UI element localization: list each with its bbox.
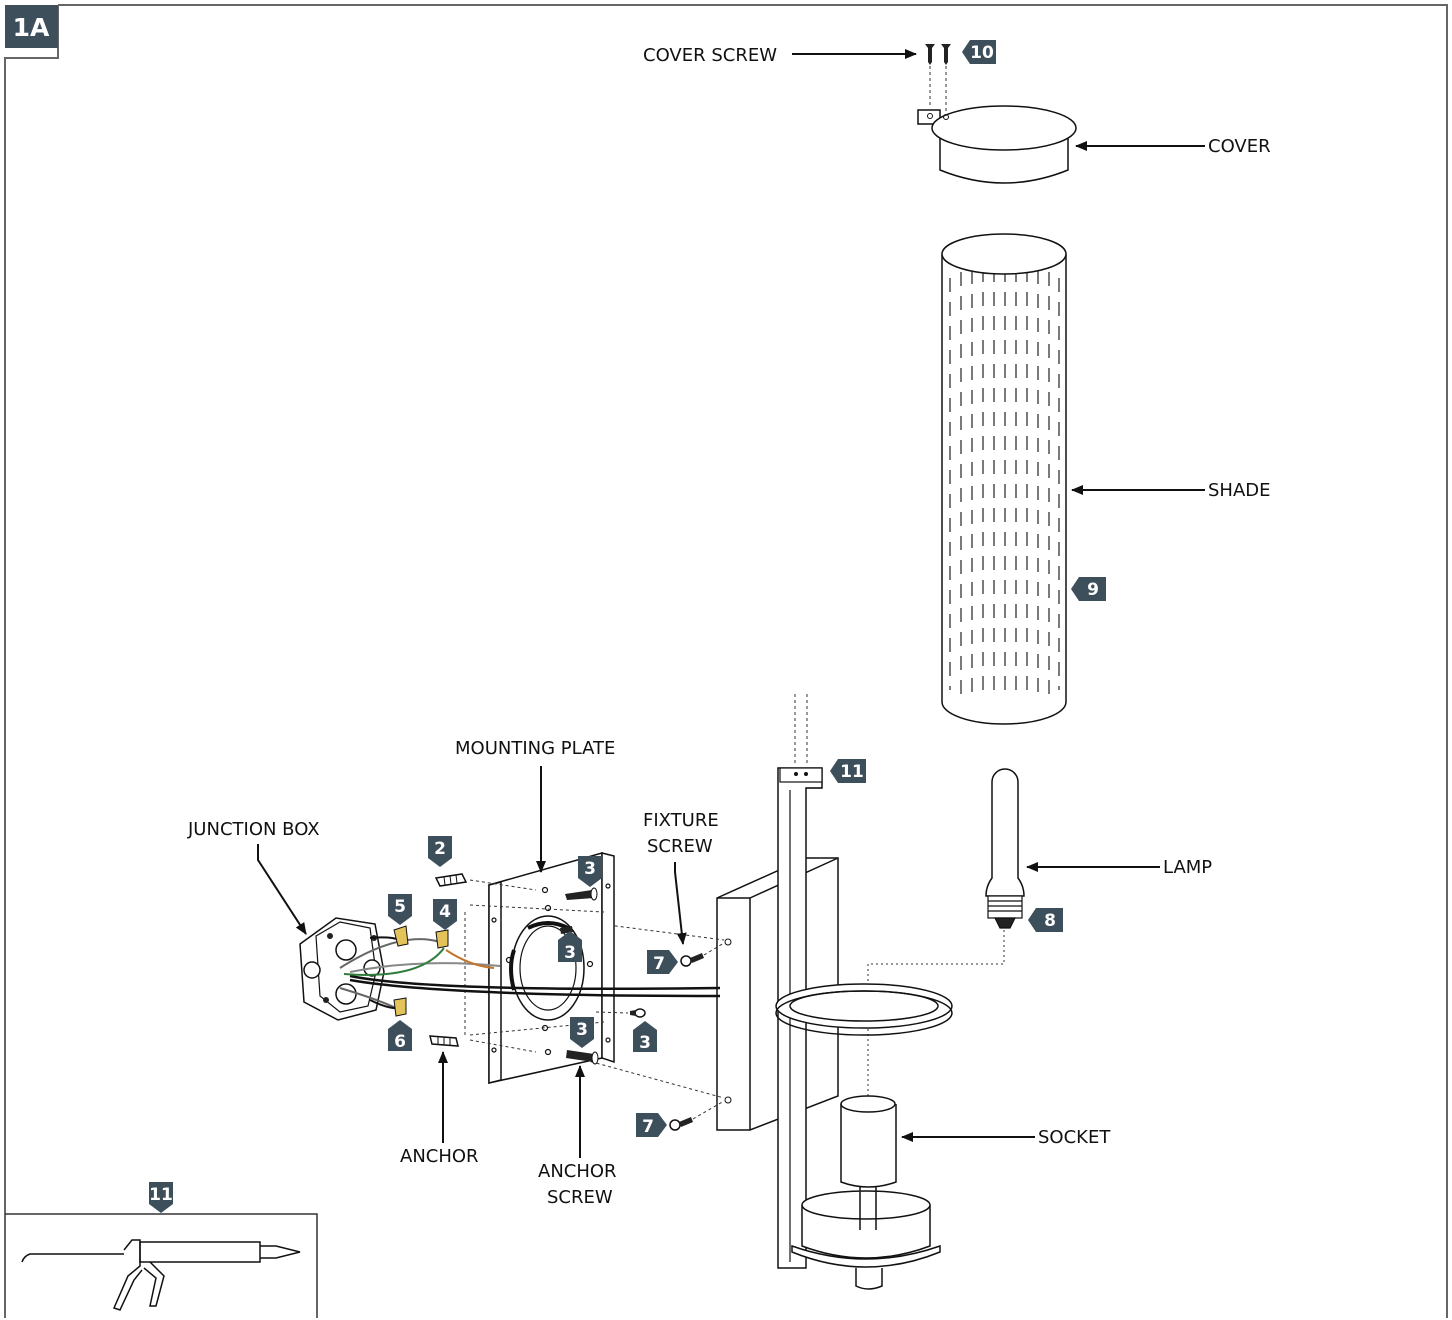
anchor-screw-bottom [566, 1050, 599, 1065]
fixture-screw-lower [669, 1100, 725, 1131]
cover-label-group: COVER [1075, 136, 1271, 157]
svg-text:3: 3 [564, 943, 576, 963]
cover-screws [925, 44, 951, 115]
step-badge-2: 2 [428, 836, 452, 867]
step-badge-8: 8 [1028, 908, 1063, 932]
anchor-label: ANCHOR [400, 1146, 479, 1167]
lamp-label-group: LAMP [1026, 857, 1212, 878]
mounting-plate-label: MOUNTING PLATE [455, 738, 615, 759]
step-badge-10: 10 [962, 40, 996, 64]
step-badge-6: 6 [388, 1020, 412, 1052]
cover [917, 105, 1077, 184]
anchor-bottom [429, 1035, 459, 1047]
lamp-label: LAMP [1163, 857, 1212, 878]
cover-screw-label-group: COVER SCREW [643, 45, 917, 66]
shade [941, 233, 1067, 725]
fixture-screw-label-group: FIXTURE SCREW [643, 810, 719, 945]
anchor-top [434, 873, 468, 887]
step-badge-11-inset: 11 [149, 1182, 173, 1213]
svg-text:8: 8 [1044, 911, 1056, 931]
svg-text:10: 10 [970, 43, 994, 63]
svg-text:3: 3 [639, 1033, 651, 1053]
fixture-screw-label-line1: FIXTURE [643, 810, 719, 831]
step-badge-5: 5 [388, 894, 412, 925]
step-badge-9: 9 [1071, 577, 1106, 601]
step-badge-7-upper: 7 [647, 950, 678, 974]
svg-text:3: 3 [584, 859, 596, 879]
junction-box-label: JUNCTION BOX [187, 819, 320, 840]
anchor-screw-label-line2: SCREW [547, 1187, 613, 1208]
wire-nuts [393, 925, 449, 1017]
step-badge-3-top: 3 [578, 856, 602, 887]
figure-label: 1A [13, 13, 50, 42]
anchor-screw-side [595, 1008, 646, 1018]
cover-screw-label: COVER SCREW [643, 45, 777, 66]
svg-text:11: 11 [149, 1185, 173, 1205]
shade-label: SHADE [1208, 480, 1271, 501]
svg-text:11: 11 [840, 762, 864, 782]
anchor-screw-top [565, 887, 598, 901]
step-badge-11-fixture: 11 [830, 759, 866, 783]
cover-label: COVER [1208, 136, 1271, 157]
fixture-screw-upper [680, 942, 725, 967]
anchor-screw-label-line1: ANCHOR [538, 1161, 617, 1182]
svg-text:5: 5 [394, 897, 406, 917]
socket-label-group: SOCKET [901, 1127, 1111, 1148]
anchor-screw-label-group: ANCHOR SCREW [538, 1065, 617, 1208]
svg-text:7: 7 [653, 954, 665, 974]
svg-text:9: 9 [1087, 580, 1099, 600]
step-badge-4: 4 [433, 899, 457, 930]
svg-text:4: 4 [439, 902, 451, 922]
shade-label-group: SHADE [1071, 480, 1271, 501]
mounting-plate-label-group: MOUNTING PLATE [455, 738, 615, 873]
junction-box-label-group: JUNCTION BOX [187, 819, 320, 935]
fixture-body [584, 694, 953, 1290]
step-badge-7-lower: 7 [636, 1113, 667, 1137]
socket-label: SOCKET [1038, 1127, 1111, 1148]
caulk-inset: 11 [5, 1182, 318, 1318]
step-badge-3-lower: 3 [570, 1017, 594, 1048]
svg-text:6: 6 [394, 1032, 406, 1052]
lamp [867, 768, 1025, 1100]
svg-text:2: 2 [434, 839, 446, 859]
fixture-screw-label-line2: SCREW [647, 836, 713, 857]
step-badge-3-side: 3 [633, 1021, 657, 1053]
figure-label-badge: 1A [5, 5, 58, 48]
step-badge-3-mid: 3 [558, 931, 582, 963]
svg-text:7: 7 [642, 1117, 654, 1137]
caulk-gun-icon [21, 1239, 301, 1311]
anchor-label-group: ANCHOR [400, 1051, 479, 1167]
svg-text:3: 3 [576, 1020, 588, 1040]
